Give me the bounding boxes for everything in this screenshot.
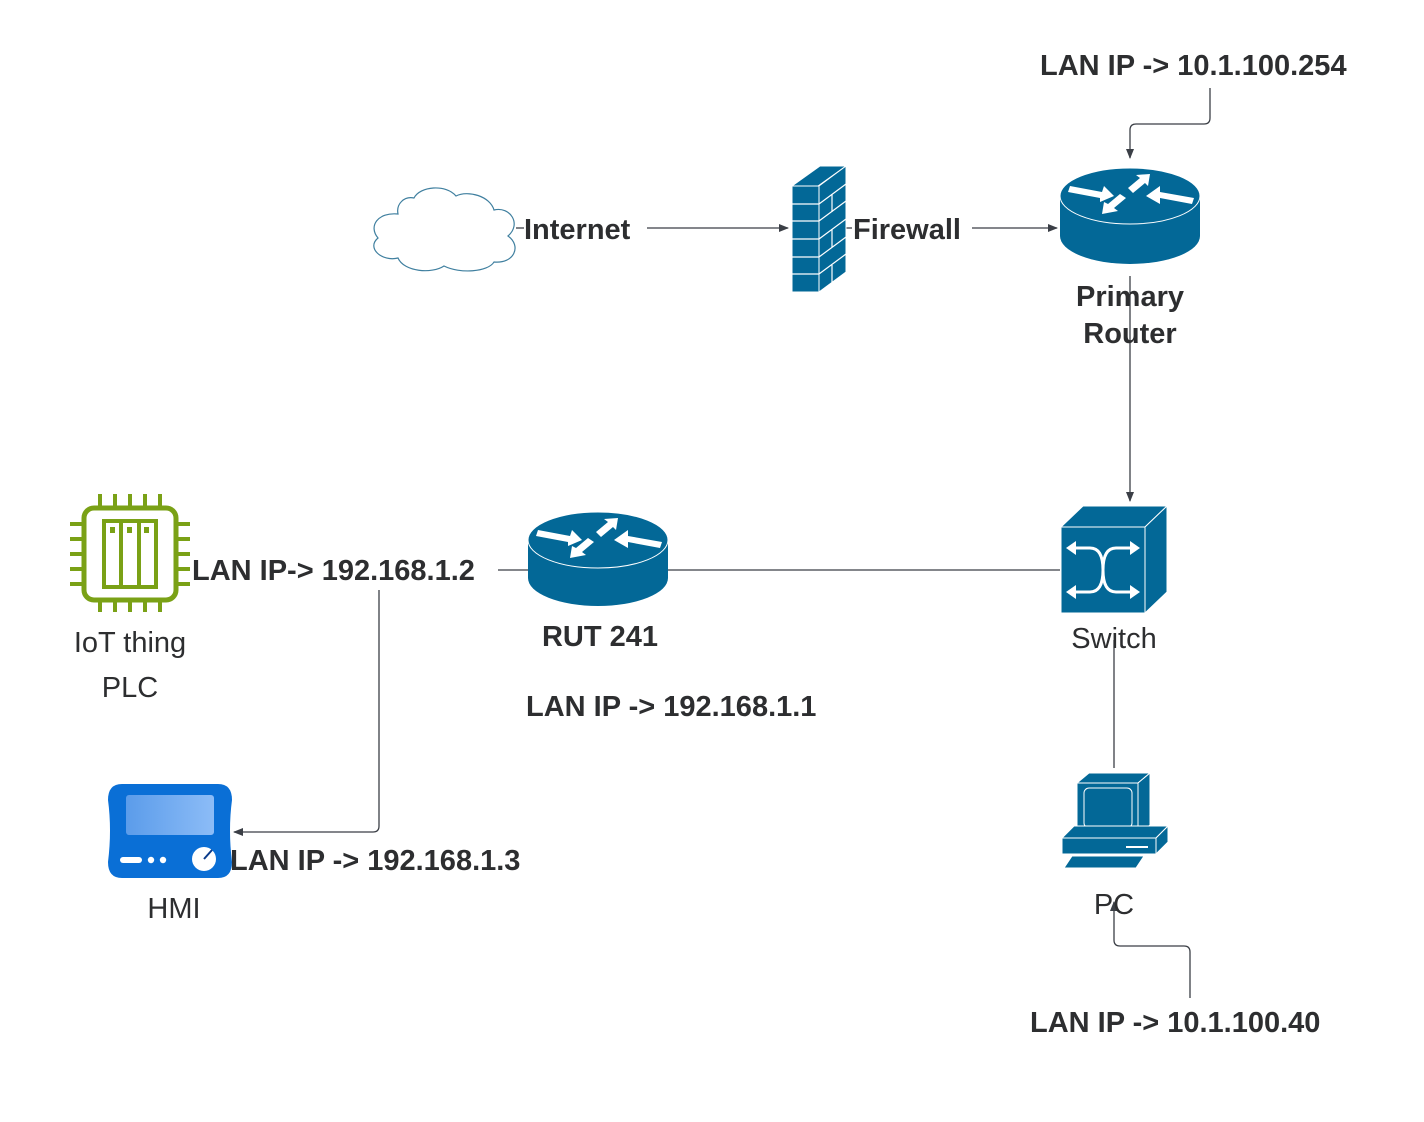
- hmi-ip-label: LAN IP -> 192.168.1.3: [230, 845, 520, 877]
- edge-router-ip-label: [1126, 88, 1211, 159]
- router-icon[interactable]: [1059, 167, 1201, 264]
- plc-label-line1: IoT thing: [74, 627, 186, 659]
- pc-label: PC: [1094, 889, 1134, 921]
- primary-router-label-line1: Primary: [1076, 281, 1184, 313]
- chip-icon[interactable]: [70, 494, 190, 612]
- plc-ip-label: LAN IP-> 192.168.1.2: [192, 555, 475, 587]
- switch-label: Switch: [1071, 623, 1156, 655]
- primary-router-ip-label: LAN IP -> 10.1.100.254: [1040, 50, 1347, 82]
- rut241-ip-label: LAN IP -> 192.168.1.1: [526, 691, 816, 723]
- plc-label-line2: PLC: [102, 672, 158, 704]
- edges: [233, 88, 1211, 998]
- firewall-icon[interactable]: [790, 165, 848, 293]
- hmi-label: HMI: [147, 893, 200, 925]
- workstation-icon[interactable]: [1060, 771, 1170, 869]
- switch-icon[interactable]: [1059, 504, 1169, 615]
- firewall-label: Firewall: [853, 214, 961, 246]
- hmi-panel-icon[interactable]: [108, 784, 232, 878]
- cloud-icon[interactable]: [373, 187, 516, 272]
- primary-router-label-line2: Router: [1083, 318, 1176, 350]
- edge-plc-hmi: [233, 590, 380, 836]
- router-icon[interactable]: [527, 511, 669, 606]
- edge-pc-ip-label: [1110, 901, 1191, 998]
- rut241-label: RUT 241: [542, 621, 658, 653]
- internet-label: Internet: [524, 214, 631, 246]
- pc-ip-label: LAN IP -> 10.1.100.40: [1030, 1007, 1320, 1039]
